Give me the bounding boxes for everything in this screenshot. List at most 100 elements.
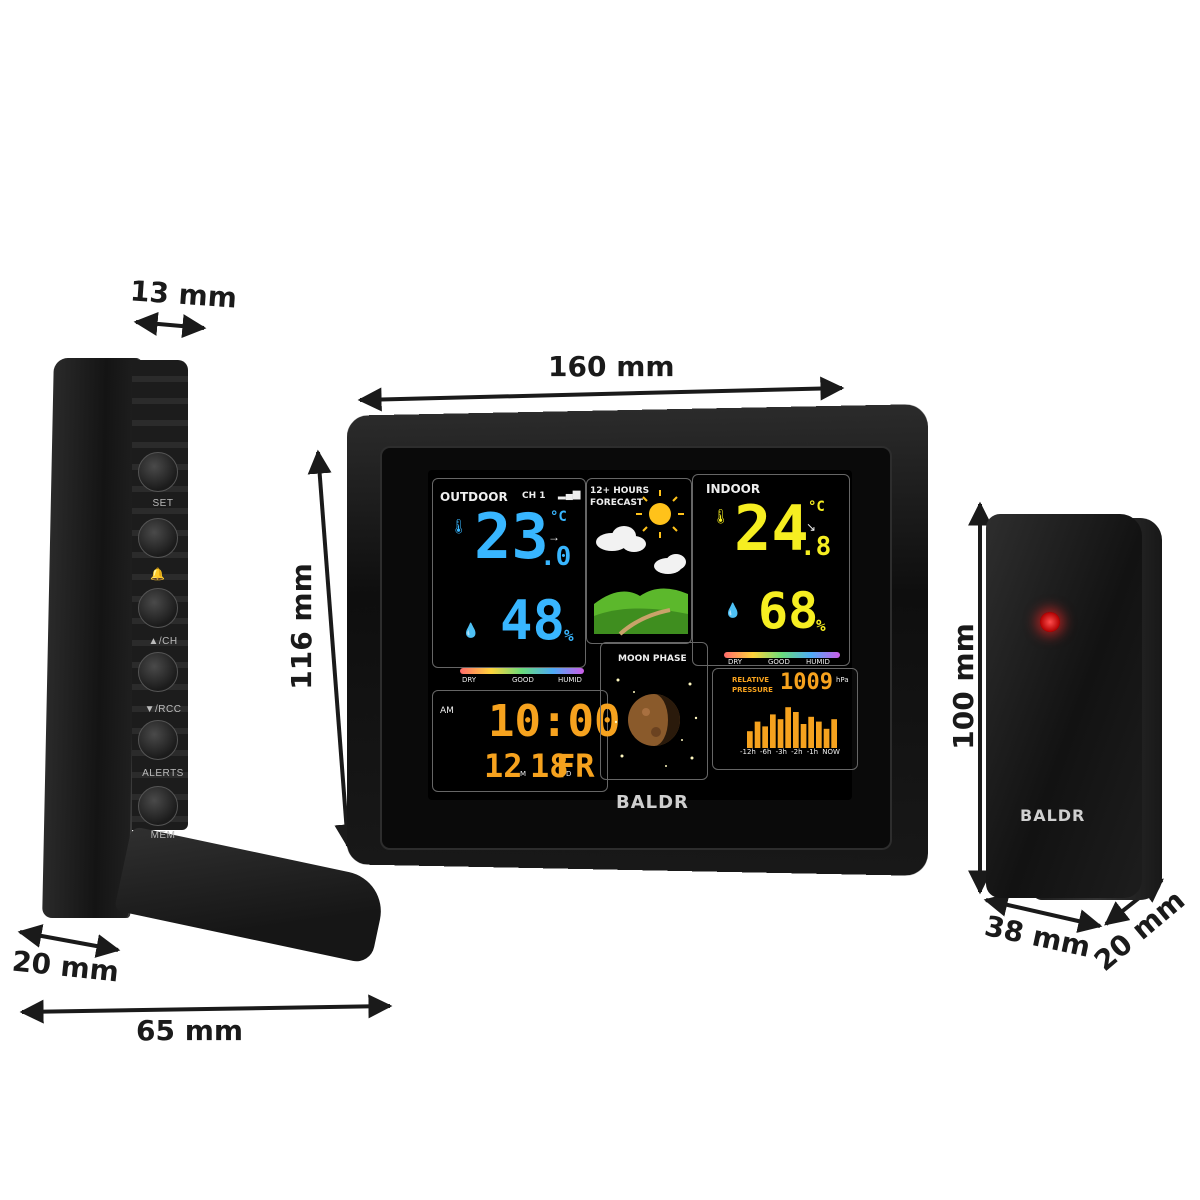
clock-month: 12 [484, 747, 523, 785]
pressure-bar [808, 716, 814, 748]
arrow-stand-depth [17, 924, 121, 958]
alarm-button[interactable] [138, 518, 178, 558]
outdoor-humidity: 48 [500, 589, 566, 652]
pressure-bar [777, 719, 784, 748]
landscape-icon [594, 588, 688, 636]
sensor-body [986, 514, 1142, 898]
pressure-bar [816, 721, 822, 748]
arrow-side-thickness [133, 311, 207, 339]
indoor-scale-dry: DRY [728, 658, 743, 666]
clock-panel [432, 690, 608, 792]
clock-m: M [520, 770, 527, 778]
sensor-brand-logo: BALDR [1020, 806, 1086, 825]
label-main-height: 116 mm [284, 563, 318, 690]
forecast-title-2: FORECAST [590, 498, 644, 508]
clock-ampm: AM [440, 706, 454, 716]
indoor-panel [692, 474, 850, 666]
pressure-history-chart [747, 707, 837, 748]
humidity-drop-icon: 💧 [462, 622, 480, 638]
outdoor-comfort-scale [460, 668, 584, 674]
pressure-bar [800, 724, 807, 748]
indoor-trend-arrow-icon: ↘ [806, 520, 817, 534]
outdoor-temp-decimal: .0 [540, 542, 572, 572]
indoor-comfort-scale [724, 652, 840, 658]
pressure-panel [712, 668, 858, 770]
pressure-axis-label: -2h [791, 748, 803, 756]
forecast-panel [586, 478, 692, 644]
pressure-bar [770, 714, 776, 748]
outdoor-panel [432, 478, 586, 668]
pressure-label-2: PRESSURE [732, 686, 773, 694]
clock-weekday: FR [556, 747, 595, 785]
arrow-main-width [357, 376, 845, 412]
arrow-sensor-width [983, 893, 1103, 933]
clock-time: 10:00 [488, 696, 621, 747]
pressure-axis: -12h -6h -3h -2h -1h NOW [740, 748, 840, 756]
moon-title: MOON PHASE [618, 654, 687, 664]
label-main-width: 160 mm [548, 350, 675, 383]
pressure-axis-label: -12h [740, 748, 756, 756]
sun-icon [636, 490, 684, 538]
cloud-icon [596, 526, 686, 574]
pressure-bar [831, 719, 837, 748]
signal-icon: ▂▄▆ [558, 489, 581, 500]
outdoor-scale-good: GOOD [512, 676, 534, 684]
station-brand-logo: BALDR [616, 792, 689, 813]
indoor-label: INDOOR [706, 482, 761, 496]
set-button[interactable] [138, 452, 178, 492]
thermometer-icon: 🌡 [450, 518, 468, 534]
pressure-axis-label: NOW [822, 748, 840, 756]
forecast-title-1: 12+ HOURS [590, 486, 650, 496]
outdoor-unit: °C [550, 509, 567, 525]
forecast-weather-icon [594, 490, 688, 636]
label-side-depth: 65 mm [136, 1014, 244, 1047]
pressure-value: 1009 [780, 670, 833, 695]
down-rcc-button[interactable] [138, 652, 178, 692]
pressure-bar [762, 726, 768, 748]
set-button-label: SET [152, 498, 174, 509]
indoor-scale-humid: HUMID [806, 658, 830, 666]
indoor-temp: 24 [734, 492, 809, 565]
up-ch-button[interactable] [138, 588, 178, 628]
clock-day: 18 [530, 747, 569, 785]
indoor-scale-good: GOOD [768, 658, 790, 666]
alerts-label: ALERTS [142, 768, 184, 779]
moon-panel [600, 642, 708, 780]
pressure-bar [823, 728, 830, 748]
indoor-thermometer-icon: 🌡 [712, 508, 730, 524]
outdoor-scale-humid: HUMID [558, 676, 582, 684]
clock-d: D [566, 770, 572, 778]
arrow-main-height [307, 449, 359, 849]
arrow-side-depth [19, 994, 393, 1024]
indoor-temp-decimal: .8 [800, 532, 832, 562]
mem-button[interactable] [138, 786, 178, 826]
label-sensor-height: 100 mm [946, 623, 980, 750]
moon-phase-icon [614, 678, 698, 767]
mem-label: MEM [150, 830, 176, 841]
outdoor-scale-dry: DRY [462, 676, 477, 684]
pressure-axis-label: -6h [760, 748, 772, 756]
pressure-axis-label: -1h [806, 748, 819, 756]
pressure-bar [747, 731, 753, 748]
bell-icon: 🔔 [150, 567, 165, 581]
pressure-axis-label: -3h [775, 748, 787, 756]
sensor-led-icon [1040, 612, 1060, 632]
pressure-unit: hPa [836, 676, 849, 684]
pressure-bar [785, 707, 791, 748]
indoor-pct: % [816, 616, 826, 635]
outdoor-temp: 23 [474, 500, 549, 573]
outdoor-channel: CH 1 [522, 491, 546, 501]
down-rcc-label: ▼/RCC [144, 704, 182, 715]
alerts-button[interactable] [138, 720, 178, 760]
indoor-humidity: 68 [758, 582, 819, 640]
pressure-bar [793, 712, 799, 748]
up-ch-label: ▲/CH [148, 636, 178, 647]
outdoor-label: OUTDOOR [440, 490, 508, 504]
indoor-unit: °C [808, 499, 825, 515]
trend-arrow-icon: → [548, 530, 560, 544]
pressure-bar [754, 721, 761, 748]
pressure-label-1: RELATIVE [732, 676, 770, 684]
outdoor-pct: % [564, 626, 574, 645]
indoor-humidity-drop-icon: 💧 [724, 602, 742, 618]
